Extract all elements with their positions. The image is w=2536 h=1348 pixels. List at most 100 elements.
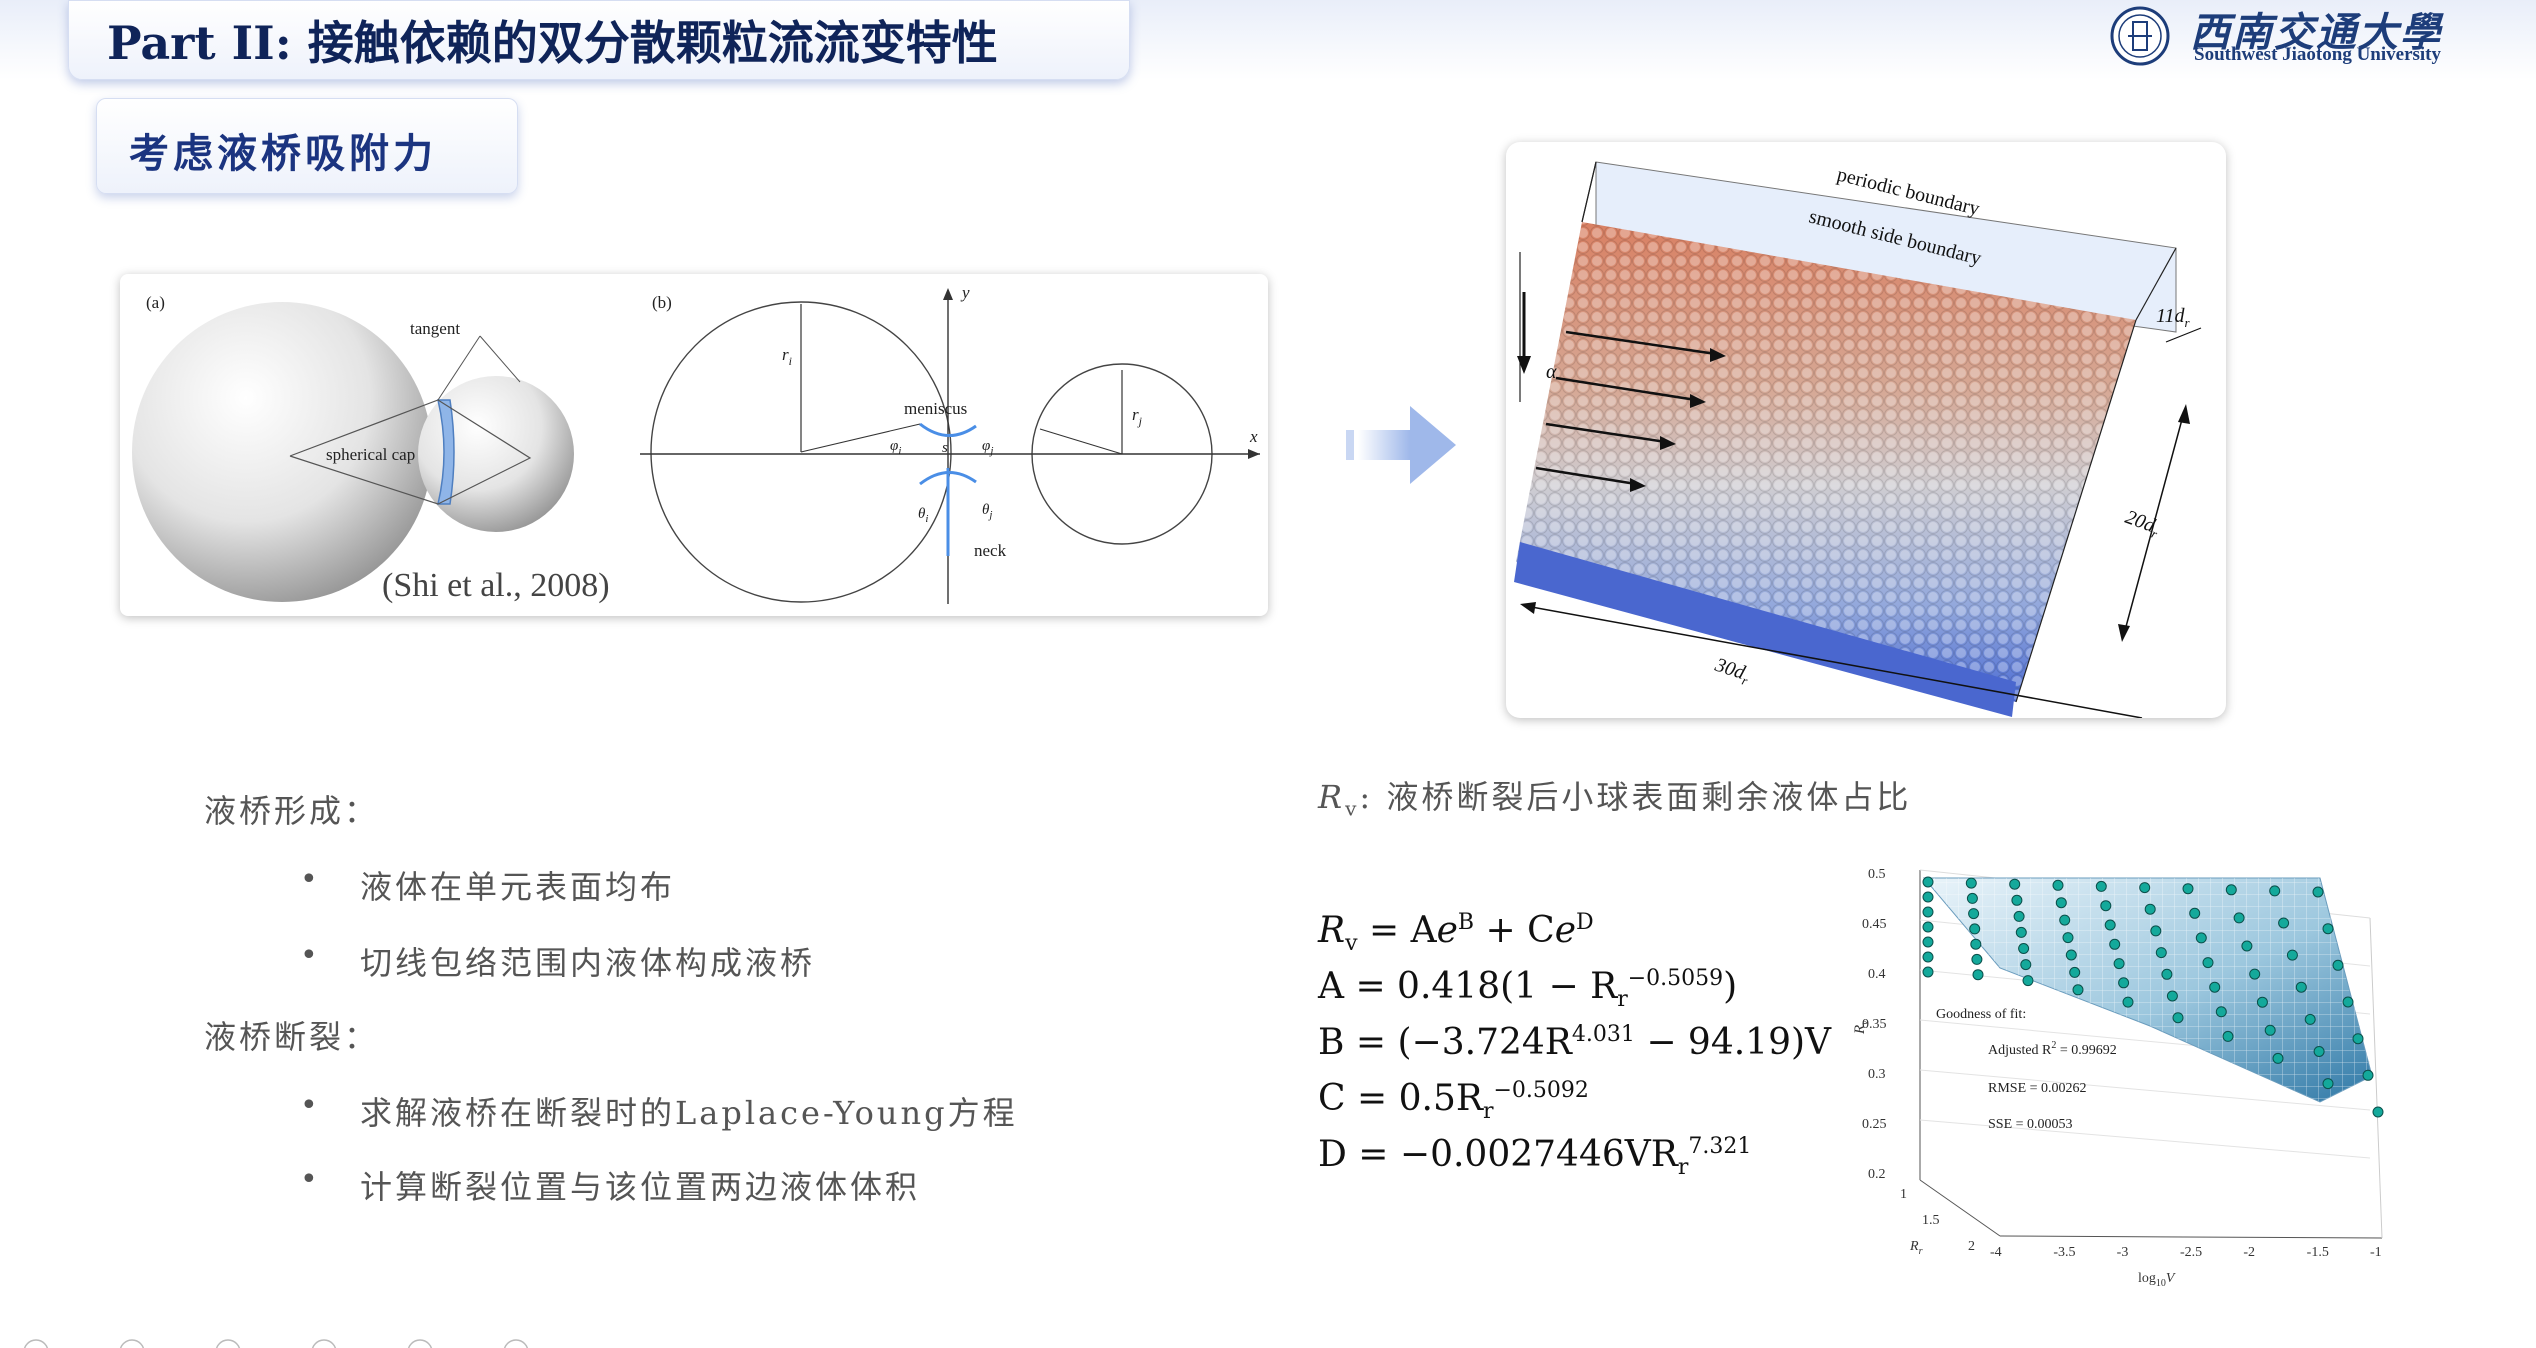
university-logo: 西南交通大學 Southwest Jiaotong University (2106, 2, 2526, 70)
data-point (2312, 886, 2324, 898)
data-point (2150, 925, 2162, 937)
velocity-arrow-2 (1555, 376, 1697, 402)
data-point (2155, 947, 2167, 959)
y-tick-6: 0.2 (1868, 1167, 1886, 1182)
equation-c: C = 0.5Rr−0.5092 (1318, 1078, 1589, 1125)
data-point (2139, 882, 2151, 894)
logo-english-name: Southwest Jiaotong University (2194, 44, 2442, 65)
y-tick-4: 0.3 (1868, 1067, 1886, 1082)
data-point (1970, 938, 1982, 950)
fit-r2: Adjusted R2 = 0.99692 (1988, 1040, 2117, 1058)
data-point (2172, 1012, 2184, 1024)
data-point (2352, 1033, 2364, 1045)
bullet-icon: • (300, 1088, 321, 1123)
phi-j-label: φj (982, 438, 993, 457)
x-axis-label: x (1249, 427, 1258, 446)
fit-surface-plot: 0.5 0.45 0.4 0.35 0.3 0.25 0.2 Rv Goodne… (1850, 858, 2400, 1298)
subtitle-box: 考虑液桥吸附力 (96, 98, 518, 194)
boundary-top-face (1595, 161, 2177, 333)
data-point (2104, 919, 2116, 931)
data-point (2233, 912, 2245, 924)
data-point (2113, 958, 2125, 970)
data-point (2278, 917, 2290, 929)
data-point (1922, 936, 1934, 948)
data-point (1922, 891, 1934, 903)
panel-b-label: (b) (652, 293, 672, 312)
data-point (2059, 914, 2071, 926)
particle-i-circle (650, 301, 952, 603)
data-point (2013, 910, 2025, 922)
data-point (1922, 876, 1934, 888)
data-point (2052, 879, 2064, 891)
data-point (1922, 951, 1934, 963)
data-point (2166, 990, 2178, 1002)
data-point (2322, 923, 2334, 935)
section-subtitle: 考虑液桥吸附力 (129, 130, 437, 177)
data-point (2118, 977, 2130, 989)
theta-i-label: θi (918, 506, 928, 525)
data-point (2015, 926, 2027, 938)
data-point (2272, 1052, 2284, 1064)
y-tick-2: 0.4 (1868, 967, 1886, 982)
data-point (1972, 969, 1984, 981)
data-point (2286, 949, 2298, 961)
y-tick-0: 0.5 (1868, 867, 1886, 882)
data-point (1971, 953, 1983, 965)
simulation-figure: α periodic boundary smooth side boundary… (1506, 142, 2226, 718)
formation-heading: 液桥形成： (204, 792, 380, 830)
data-point (1922, 921, 1934, 933)
data-point (2122, 996, 2134, 1008)
data-point (2020, 959, 2032, 971)
equation-rv: Rv = AeB + CeD (1318, 910, 1594, 957)
data-point (2225, 884, 2237, 896)
logo-chinese-name: 西南交通大學 (2190, 9, 2442, 56)
formation-item-2: • 切线包络范围内液体构成液桥 (300, 938, 816, 982)
data-point (1968, 908, 1980, 920)
equation-b: B = (−3.724R4.031 − 94.19)V (1318, 1022, 1832, 1063)
velocity-arrow-1 (1565, 330, 1717, 356)
right-arrow-icon (1346, 406, 1456, 484)
data-point (2332, 959, 2344, 971)
data-point (2202, 957, 2214, 969)
z-axis-label: Rv (1852, 1020, 1871, 1035)
university-seal-icon (2110, 6, 2170, 66)
data-point (2182, 883, 2194, 895)
bullet-icon: • (300, 1162, 321, 1197)
panel-a-label: (a) (146, 293, 165, 312)
equation-d: D = −0.0027446VRr7.321 (1318, 1134, 1752, 1181)
data-points (1922, 876, 2384, 1118)
tangent-lines (289, 399, 532, 505)
data-point (2322, 1078, 2334, 1090)
data-point (2109, 938, 2121, 950)
formation-item-1: • 液体在单元表面均布 (300, 862, 676, 906)
data-point (2009, 878, 2021, 890)
data-point (2264, 1024, 2276, 1036)
data-point (2249, 968, 2261, 980)
rr-tick-2: 2 (1968, 1239, 1975, 1254)
data-point (2022, 975, 2034, 987)
data-point (2222, 1030, 2234, 1042)
data-point (2269, 885, 2281, 897)
data-point (1966, 892, 1978, 904)
data-point (2100, 900, 2112, 912)
r-i-label: ri (782, 345, 792, 368)
data-point (1969, 923, 1981, 935)
meniscus-top (919, 422, 977, 437)
data-point (2072, 984, 2084, 996)
rupture-item-1: • 求解液桥在断裂时的Laplace-Young方程 (300, 1088, 1018, 1132)
data-point (1922, 966, 1934, 978)
data-point (2304, 1013, 2316, 1025)
data-point (2195, 932, 2207, 944)
y-axis-label: y (960, 283, 970, 302)
x-tick-3: -2.5 (2180, 1245, 2202, 1260)
small-sphere (418, 376, 574, 532)
citation: (Shi et al., 2008) (382, 567, 610, 604)
data-point (2161, 968, 2173, 980)
page-indicator-dots (23, 1339, 529, 1348)
rupture-item-2: • 计算断裂位置与该位置两边液体体积 (300, 1162, 921, 1206)
page-title: Part II: 接触依赖的双分散颗粒流流变特性 (107, 16, 998, 70)
rr-axis-label: Rr (1909, 1239, 1923, 1257)
length-dimension-label: 30dr (1711, 654, 1754, 689)
x-ticks: -4-3.5-3-2.5-2-1.5-1 (1990, 1245, 2382, 1260)
spherical-cap-label: spherical cap (326, 445, 415, 464)
